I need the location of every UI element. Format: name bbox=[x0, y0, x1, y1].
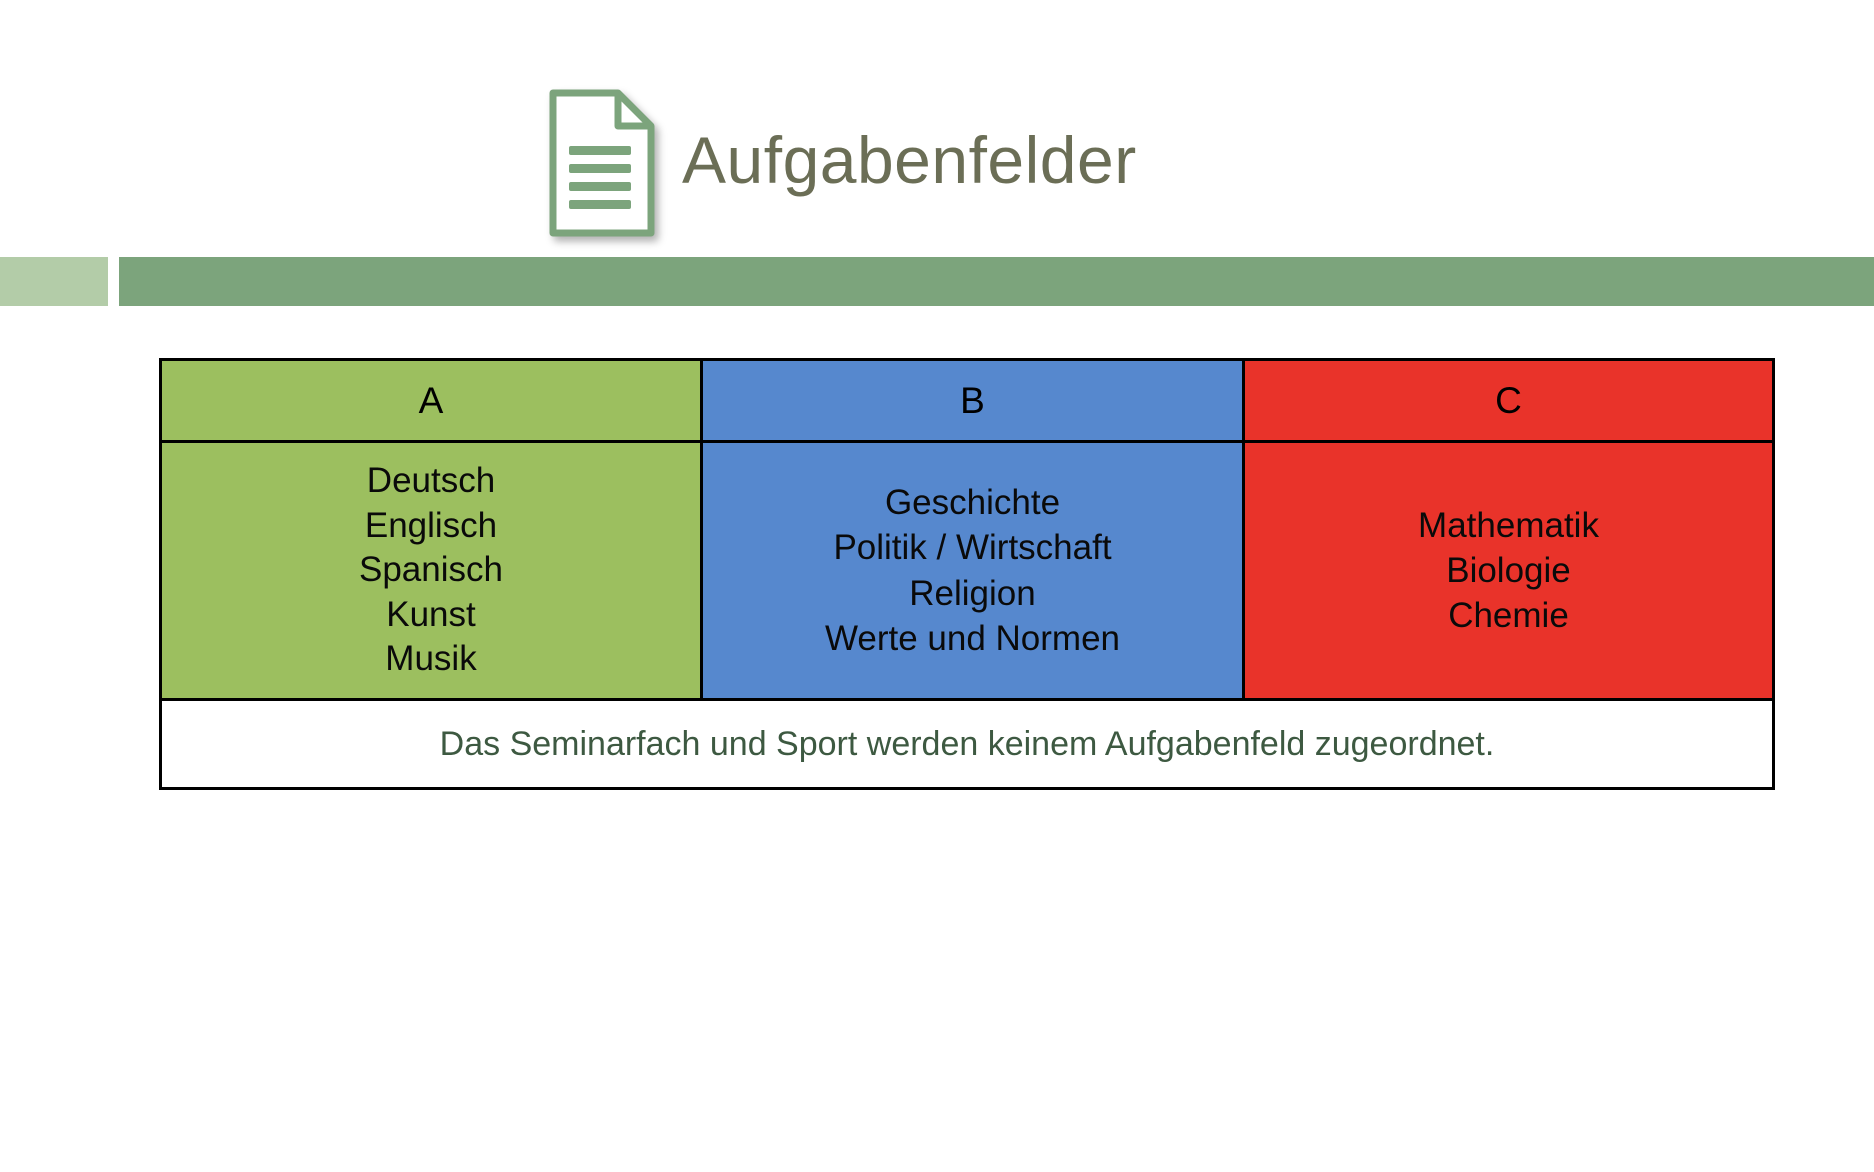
table-body-row: Deutsch Englisch Spanisch Kunst Musik Ge… bbox=[162, 443, 1772, 701]
list-item: Biologie bbox=[1446, 550, 1571, 590]
accent-bar-left bbox=[0, 257, 108, 306]
column-header-b: B bbox=[700, 361, 1245, 440]
slide-header: Aufgabenfelder bbox=[0, 0, 1874, 306]
subject-list-c: Mathematik Biologie Chemie bbox=[1245, 503, 1772, 638]
table-header-row: A B C bbox=[162, 361, 1772, 443]
subject-list-a: Deutsch Englisch Spanisch Kunst Musik bbox=[162, 459, 700, 681]
column-body-a: Deutsch Englisch Spanisch Kunst Musik bbox=[162, 443, 700, 698]
page-title: Aufgabenfelder bbox=[682, 123, 1137, 197]
footer-note: Das Seminarfach und Sport werden keinem … bbox=[439, 725, 1495, 763]
list-item: Mathematik bbox=[1418, 505, 1599, 545]
table-footer-row: Das Seminarfach und Sport werden keinem … bbox=[162, 701, 1772, 787]
list-item: Werte und Normen bbox=[824, 618, 1121, 658]
list-item: Kunst bbox=[386, 594, 476, 634]
column-header-c-label: C bbox=[1495, 380, 1522, 421]
accent-bar-right bbox=[119, 257, 1874, 306]
list-item: Spanisch bbox=[359, 550, 503, 590]
list-item: Deutsch bbox=[366, 461, 496, 501]
column-header-c: C bbox=[1245, 361, 1772, 440]
column-header-b-label: B bbox=[960, 380, 985, 421]
list-item: Geschichte bbox=[884, 483, 1061, 523]
column-body-b: Geschichte Politik / Wirtschaft Religion… bbox=[700, 443, 1245, 698]
subject-list-b: Geschichte Politik / Wirtschaft Religion… bbox=[703, 480, 1242, 661]
list-item: Musik bbox=[385, 639, 477, 679]
list-item: Chemie bbox=[1448, 596, 1569, 636]
aufgabenfelder-table: A B C Deutsch Englisch Spanisch Kunst Mu… bbox=[159, 358, 1775, 790]
column-header-a: A bbox=[162, 361, 700, 440]
title-block: Aufgabenfelder bbox=[548, 88, 1137, 238]
column-header-a-label: A bbox=[418, 380, 444, 421]
document-lines-icon bbox=[549, 89, 655, 237]
list-item: Politik / Wirtschaft bbox=[833, 528, 1112, 568]
list-item: Englisch bbox=[364, 505, 498, 545]
list-item: Religion bbox=[909, 573, 1036, 613]
column-body-c: Mathematik Biologie Chemie bbox=[1245, 443, 1772, 698]
